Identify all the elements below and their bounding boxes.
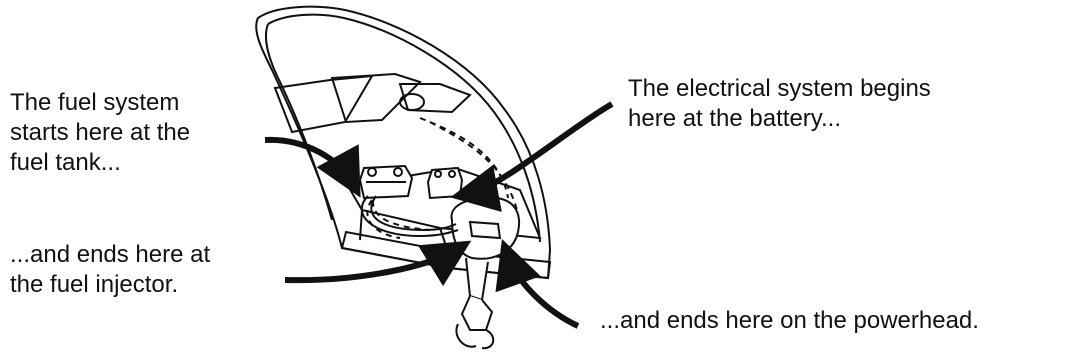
battery [428, 168, 462, 198]
label-line: ...and ends here on the powerhead. [600, 306, 979, 336]
label-line: starts here at the [10, 118, 190, 148]
label-line: The fuel system [10, 88, 190, 118]
outboard-motor [451, 198, 519, 348]
fuel-tank [360, 166, 412, 198]
arrow-fuel-tank [265, 140, 352, 182]
label-line: the fuel injector. [10, 270, 210, 300]
arrow-powerhead [508, 256, 578, 326]
electrical-system-end-label: ...and ends here on the powerhead. [600, 306, 979, 336]
label-line: ...and ends here at [10, 240, 210, 270]
fuel-system-end-label: ...and ends here at the fuel injector. [10, 240, 210, 300]
label-line: fuel tank... [10, 148, 190, 178]
label-line: here at the battery... [628, 104, 931, 134]
electrical-system-start-label: The electrical system begins here at the… [628, 74, 931, 134]
label-line: The electrical system begins [628, 74, 931, 104]
fuel-system-start-label: The fuel system starts here at the fuel … [10, 88, 190, 178]
